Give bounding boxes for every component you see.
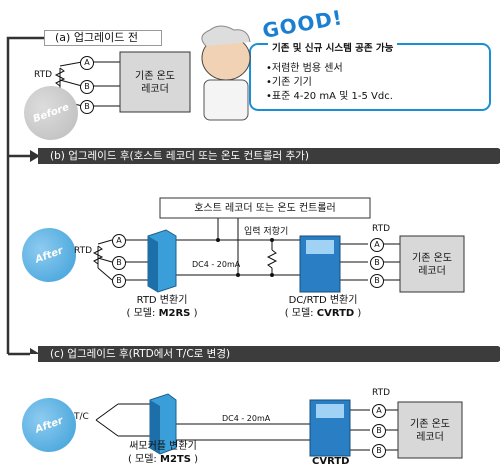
existing-recorder-line2: 레코더 [416, 432, 444, 443]
existing-recorder-b: 기존 온도 레코더 [400, 252, 464, 278]
thermocouple-converter-name: 써모커플 변환기 [129, 441, 197, 452]
existing-recorder-line1: 기존 온도 [410, 419, 450, 430]
terminal-a: A [372, 404, 386, 418]
rtd-converter-name: RTD 변환기 [136, 295, 188, 306]
section-c-label: (c) 업그레이드 후(RTD에서 T/C로 변경) [38, 346, 500, 362]
existing-recorder-line1: 기존 온도 [135, 71, 175, 82]
existing-recorder-line2: 레코더 [418, 266, 446, 277]
terminal-b: B [370, 256, 384, 270]
dcrtd-converter-name: DC/RTD 변환기 [288, 295, 358, 306]
rtd-converter-caption: RTD 변환기 ( 모델: M2RS ) [120, 294, 204, 320]
terminal-a: A [370, 238, 384, 252]
model-prefix: ( 모델: [127, 454, 157, 465]
dc-signal-label-c: DC4 - 20mA [222, 414, 271, 423]
section-a-label: (a) 업그레이드 전 [44, 30, 162, 46]
terminal-a: A [80, 56, 94, 70]
model-prefix: ( 모델: [126, 308, 156, 319]
callout-title: 기존 및 신규 시스템 공존 가능 [268, 40, 398, 54]
existing-recorder-a: 기존 온도 레코더 [120, 70, 190, 96]
terminal-a: A [112, 234, 126, 248]
existing-recorder-line2: 레코더 [141, 84, 169, 95]
terminal-b: B [80, 100, 94, 114]
rtd-label-b-out: RTD [372, 224, 391, 234]
rtd-label-b: RTD [74, 246, 93, 256]
terminal-b: B [112, 256, 126, 270]
close-paren: ) [194, 454, 199, 465]
terminal-b: B [370, 274, 384, 288]
tc-label: T/C [74, 412, 89, 422]
callout-item: •표준 4-20 mA 및 1-5 Vdc. [266, 91, 393, 102]
thermocouple-converter-caption: 써모커플 변환기 ( 모델: M2TS ) [118, 440, 208, 466]
callout-item: •기존 기기 [266, 77, 312, 88]
existing-recorder-c: 기존 온도 레코더 [398, 418, 462, 444]
dc-signal-label-b: DC4 - 20mA [192, 260, 241, 269]
cvrtd-label-c: CVRTD [312, 456, 350, 467]
existing-recorder-line1: 기존 온도 [412, 253, 452, 264]
input-resistor-label: 입력 저항기 [244, 227, 289, 237]
terminal-b: B [80, 80, 94, 94]
rtd-converter-model: M2RS [158, 308, 191, 319]
host-recorder-label: 호스트 레코더 또는 온도 컨트롤러 [194, 203, 336, 214]
rtd-label-a: RTD [34, 70, 53, 80]
terminal-b: B [372, 444, 386, 458]
callout-item: •저렴한 범용 센서 [266, 63, 343, 74]
terminal-b: B [112, 274, 126, 288]
dcrtd-converter-caption: DC/RTD 변환기 ( 모델: CVRTD ) [278, 294, 368, 320]
close-paren: ) [357, 308, 362, 319]
section-b-label: (b) 업그레이드 후(호스트 레코더 또는 온도 컨트롤러 추가) [38, 148, 500, 164]
thermocouple-converter-model: M2TS [160, 454, 191, 465]
rtd-label-c: RTD [372, 388, 391, 398]
terminal-b: B [372, 424, 386, 438]
model-prefix: ( 모델: [284, 308, 314, 319]
dcrtd-converter-model: CVRTD [316, 308, 355, 319]
close-paren: ) [193, 308, 198, 319]
callout-list: •저렴한 범용 센서 •기존 기기 •표준 4-20 mA 및 1-5 Vdc. [266, 62, 393, 104]
